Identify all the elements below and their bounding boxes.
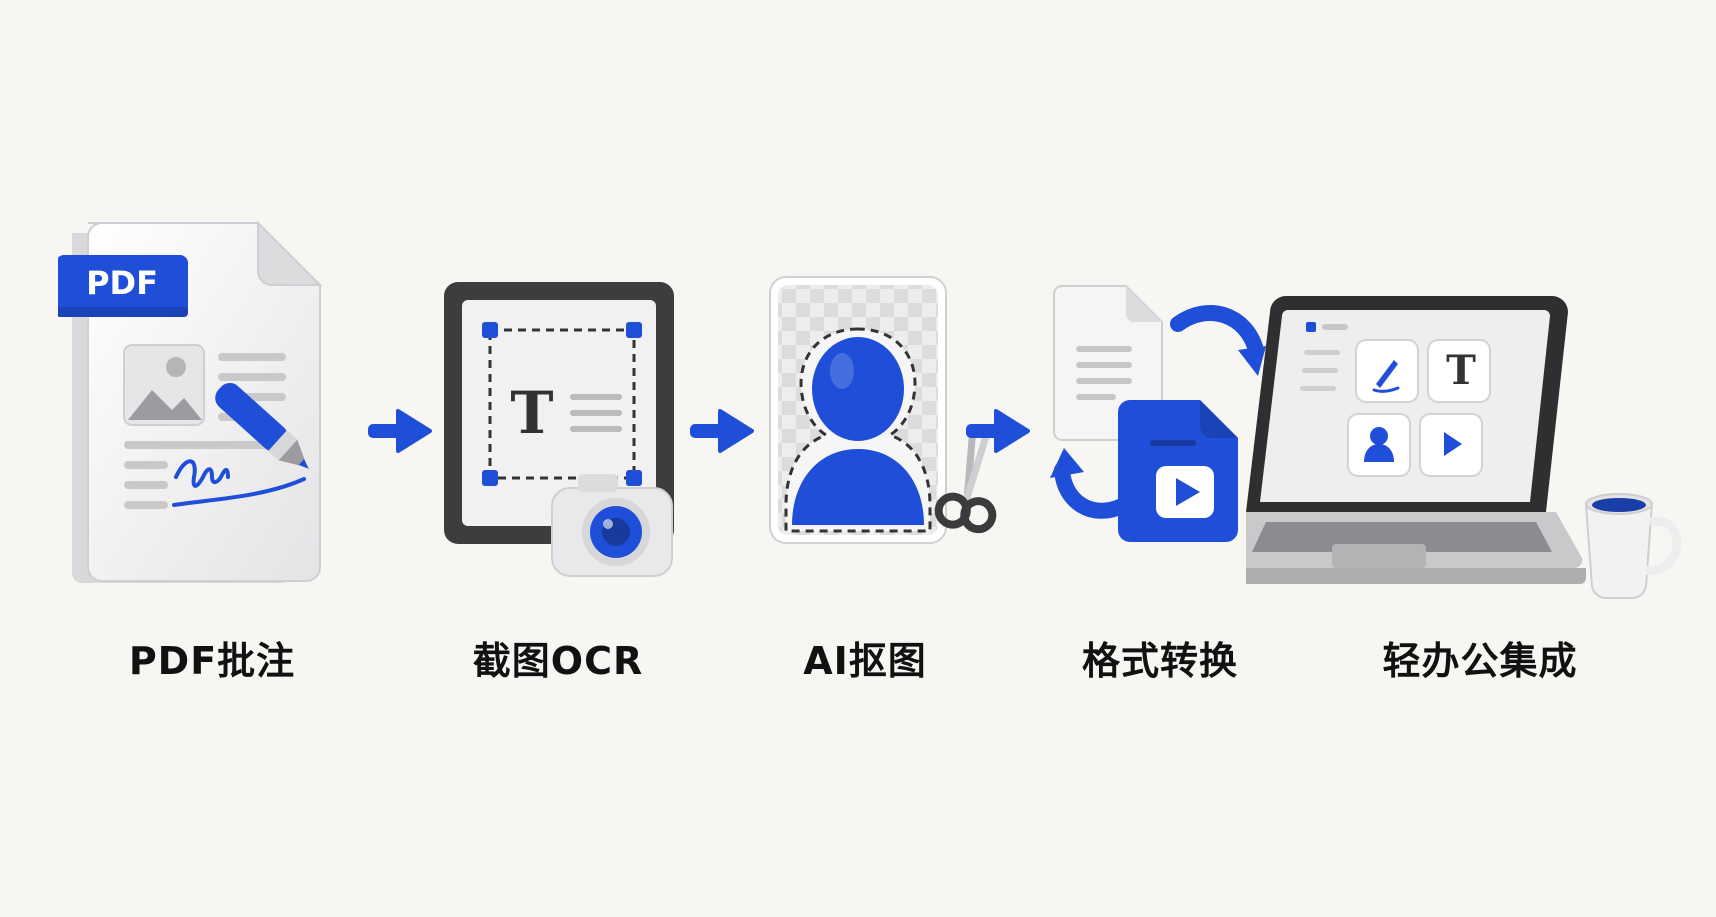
step-label-light-office-suite: 轻办公集成 [1382,639,1578,683]
ocr-text-glyph: T [510,379,554,447]
light-office-suite-icon: T [1206,286,1686,630]
pdf-badge: PDF [86,264,158,302]
pdf-annotate-icon: PDF [56,215,378,589]
arrow-right-icon [966,409,1030,453]
screenshot-ocr-icon: T [440,278,680,602]
step-label-pdf-annotate: PDF批注 [128,639,296,683]
ai-cutout-icon [768,275,1028,579]
arrow-right-icon [690,409,754,453]
format-convert-icon [1048,280,1278,564]
suite-text-glyph: T [1446,347,1476,394]
step-label-screenshot-ocr: 截图OCR [472,639,644,683]
step-label-ai-cutout: AI抠图 [803,639,927,683]
arrow-right-icon [368,409,432,453]
step-label-format-convert: 格式转换 [1081,639,1238,683]
